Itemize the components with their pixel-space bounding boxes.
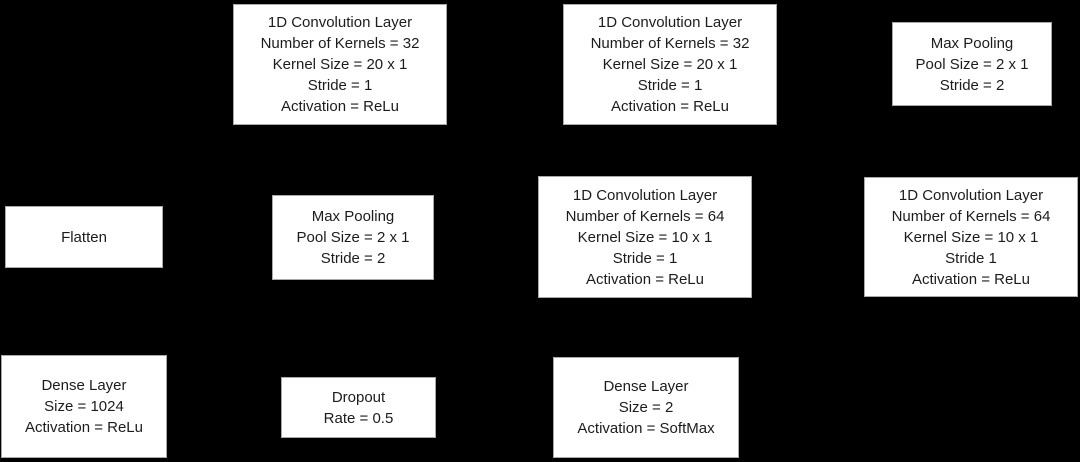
node-line: Stride = 2 [320,250,386,267]
node-line: Stride = 1 [307,77,373,94]
node-line: Pool Size = 2 x 1 [915,55,1029,73]
node-line: 1D Convolution Layer [267,14,413,31]
node-line: Activation = SoftMax [577,420,715,437]
node-line: Size = 2 [618,399,674,416]
node-line: Number of Kernels = 64 [891,207,1051,225]
node-conv-layer-4: 1D Convolution Layer Number of Kernels =… [864,177,1078,297]
node-line: 1D Convolution Layer [597,14,743,31]
node-dense-layer-2: Dense Layer Size = 2 Activation = SoftMa… [553,357,739,458]
node-line: Size = 1024 [44,398,124,415]
node-line: Dense Layer [41,377,127,394]
node-max-pooling-1: Max Pooling Pool Size = 2 x 1 Stride = 2 [892,22,1052,106]
node-line: Activation = ReLu [281,98,399,115]
node-line: Kernel Size = 10 x 1 [903,228,1039,246]
node-line: 1D Convolution Layer [898,186,1044,204]
node-flatten: Flatten [5,206,163,268]
node-line: Pool Size = 2 x 1 [296,229,410,246]
node-conv-layer-3: 1D Convolution Layer Number of Kernels =… [538,176,752,298]
node-line: Kernel Size = 20 x 1 [602,56,738,73]
node-line: Max Pooling [311,208,395,225]
node-line: Stride = 2 [939,76,1005,94]
node-line: Number of Kernels = 32 [590,35,750,52]
node-line: Kernel Size = 10 x 1 [577,228,713,246]
node-line: Stride = 1 [612,249,678,267]
node-line: Number of Kernels = 32 [260,35,420,52]
node-max-pooling-2: Max Pooling Pool Size = 2 x 1 Stride = 2 [272,195,434,280]
node-conv-layer-2: 1D Convolution Layer Number of Kernels =… [563,4,777,125]
node-line: Number of Kernels = 64 [565,207,725,225]
node-line: Dropout [331,388,386,406]
node-dense-layer-1: Dense Layer Size = 1024 Activation = ReL… [1,355,167,458]
node-line: Stride = 1 [637,77,703,94]
node-line: Activation = ReLu [912,270,1030,288]
node-line: Stride 1 [945,249,997,267]
node-line: Flatten [61,228,107,246]
node-line: Rate = 0.5 [323,409,394,427]
node-line: 1D Convolution Layer [572,186,718,204]
node-line: Dense Layer [603,378,689,395]
node-line: Activation = ReLu [25,419,143,436]
node-line: Activation = ReLu [611,98,729,115]
node-line: Kernel Size = 20 x 1 [272,56,408,73]
node-line: Max Pooling [930,34,1014,52]
node-conv-layer-1: 1D Convolution Layer Number of Kernels =… [233,4,447,125]
node-dropout: Dropout Rate = 0.5 [281,377,436,438]
node-line: Activation = ReLu [586,270,704,288]
